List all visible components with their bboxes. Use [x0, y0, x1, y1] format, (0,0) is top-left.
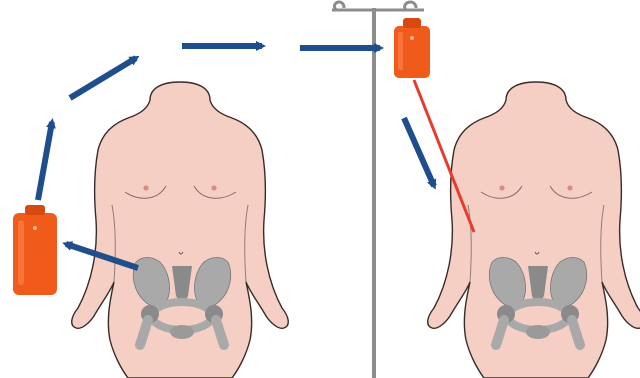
pubic-symphysis [170, 325, 194, 339]
blood-bag-highlight [398, 32, 403, 70]
blood-bag-tab [403, 18, 421, 28]
nipple-right [211, 185, 216, 190]
blood-bag-port [33, 226, 37, 230]
pelvis-icon [133, 258, 230, 346]
nipple-left [143, 185, 148, 190]
nipple-right [567, 185, 572, 190]
pubic-symphysis [526, 325, 550, 339]
blood-bag-icon [13, 205, 57, 295]
blood-bag-tab [25, 205, 45, 215]
blood-bag-icon [394, 18, 430, 78]
pelvis-icon [489, 258, 586, 346]
blood-bag-port [410, 36, 414, 40]
nipple-left [499, 185, 504, 190]
blood-bag-highlight [18, 220, 24, 285]
